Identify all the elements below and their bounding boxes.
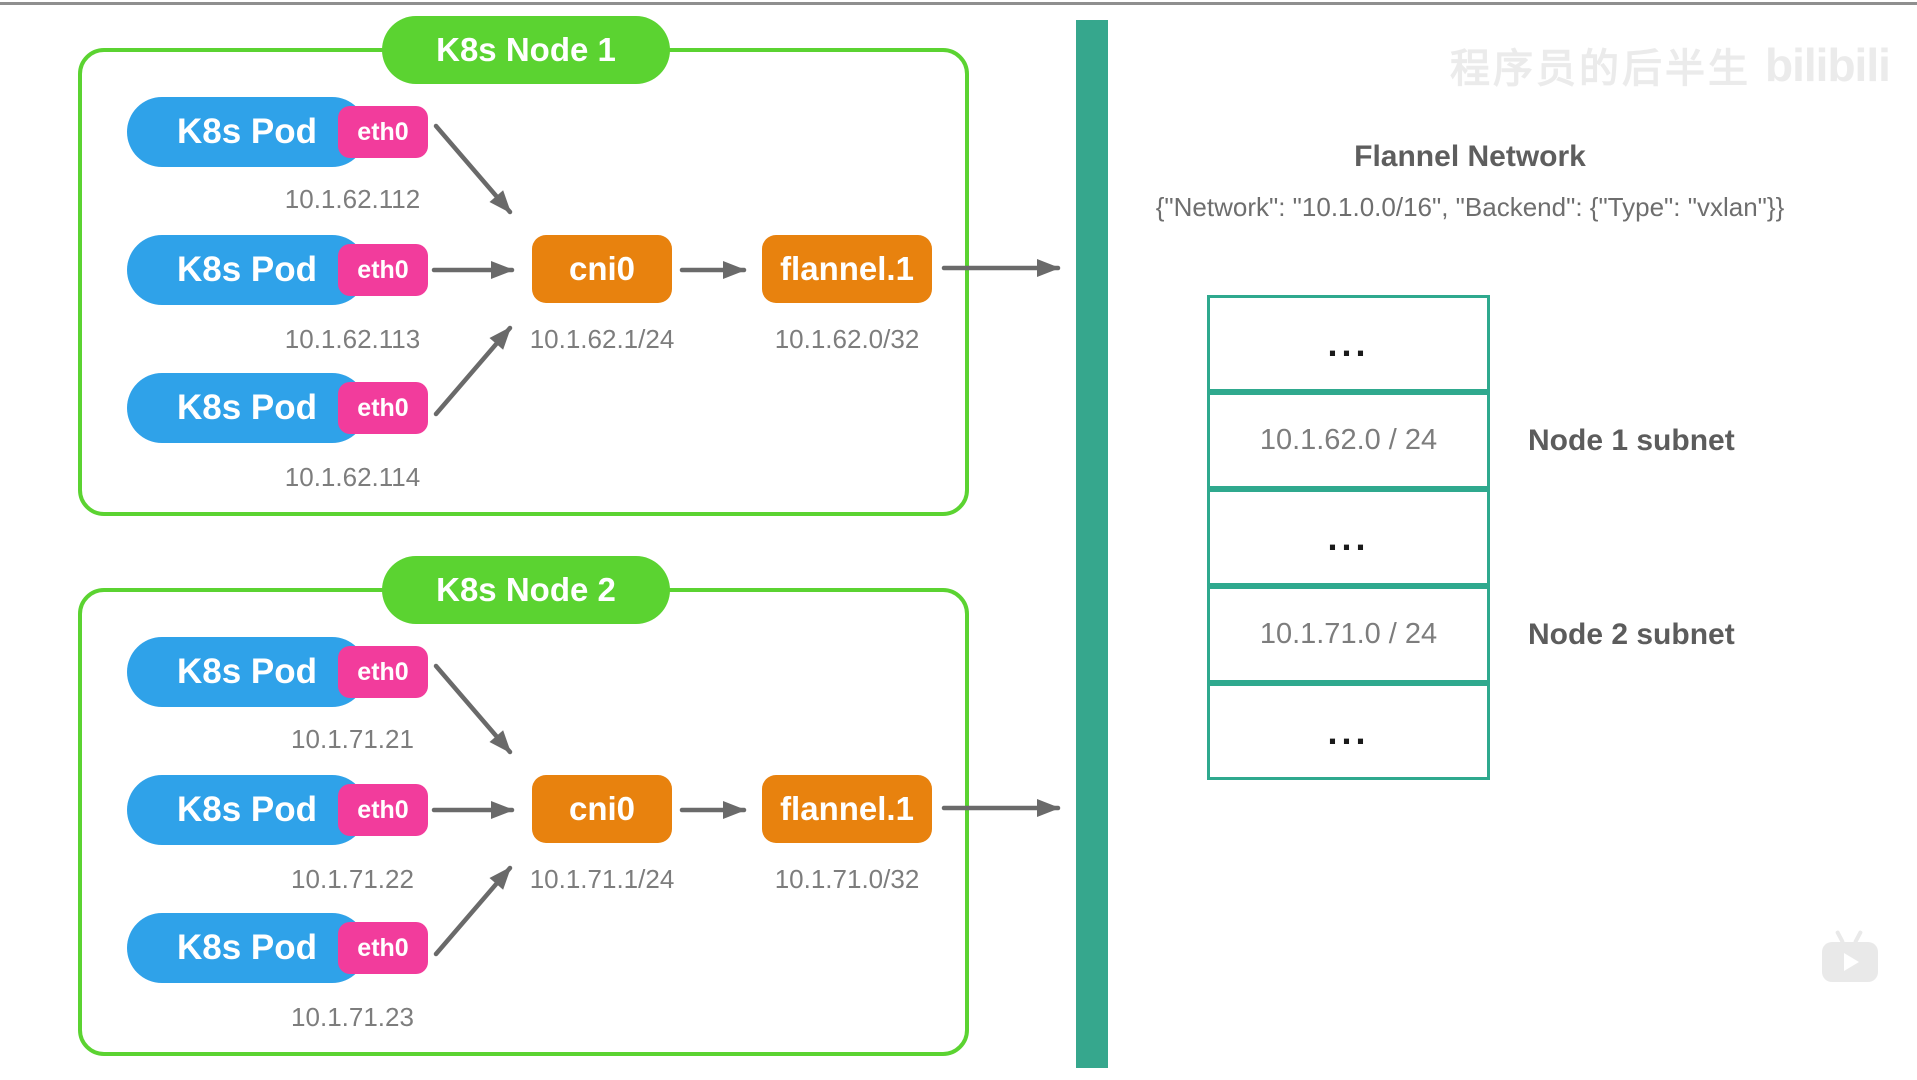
pod-box: K8s Pod (127, 637, 367, 707)
watermark-channel-name: 程序员的后半生 (1450, 47, 1751, 91)
pod-label: K8s Pod (176, 388, 318, 427)
pod-box: K8s Pod (127, 775, 367, 845)
subnet-row-node2: 10.1.71.0 / 24 (1207, 586, 1490, 683)
pod-label: K8s Pod (176, 928, 318, 967)
pod-box: K8s Pod (127, 913, 367, 983)
subnet-row-ellipsis: ... (1207, 683, 1490, 780)
k8s-node-1-group: K8s Node 1 K8s Pod eth0 10.1.62.112 K8s … (0, 0, 1110, 540)
eth0-label: eth0 (357, 657, 409, 686)
pod-label: K8s Pod (176, 250, 318, 289)
flannel1-label: flannel.1 (780, 250, 914, 287)
node-1-title: K8s Node 1 (436, 31, 616, 68)
flannel1-vtep-box: flannel.1 (762, 235, 932, 303)
node-2-title: K8s Node 2 (436, 571, 616, 608)
flannel-config-json: {"Network": "10.1.0.0/16", "Backend": {"… (1155, 192, 1785, 222)
eth0-badge: eth0 (338, 106, 428, 158)
pod-label: K8s Pod (176, 790, 318, 829)
pod-ip: 10.1.62.113 (284, 324, 421, 354)
node-2-subnet-label: Node 2 subnet (1528, 618, 1735, 651)
eth0-badge: eth0 (338, 244, 428, 296)
eth0-badge: eth0 (338, 646, 428, 698)
pod-ip: 10.1.71.23 (291, 1002, 414, 1032)
pod-box: K8s Pod (127, 235, 367, 305)
watermark: 程序员的后半生 bilibili (1450, 36, 1891, 94)
pod-label: K8s Pod (176, 652, 318, 691)
cni0-cidr: 10.1.71.1/24 (529, 864, 675, 894)
pod-ip: 10.1.71.22 (291, 864, 414, 894)
cni0-bridge-box: cni0 (532, 775, 672, 843)
pod-label: K8s Pod (176, 112, 318, 151)
bilibili-logo: bilibili (1765, 39, 1891, 91)
flannel-network-title: Flannel Network (1354, 140, 1586, 173)
eth0-label: eth0 (357, 933, 409, 962)
node-2-title-badge: K8s Node 2 (382, 556, 670, 624)
pod-box: K8s Pod (127, 373, 367, 443)
eth0-label: eth0 (357, 117, 409, 146)
eth0-label: eth0 (357, 255, 409, 284)
node-1-title-badge: K8s Node 1 (382, 16, 670, 84)
cni0-label: cni0 (568, 790, 636, 827)
flannel1-cidr: 10.1.62.0/32 (774, 324, 920, 354)
tv-body-icon (1822, 942, 1878, 982)
subnet-row-node1: 10.1.62.0 / 24 (1207, 392, 1490, 489)
cni0-label: cni0 (568, 250, 636, 287)
eth0-label: eth0 (357, 795, 409, 824)
flannel1-cidr: 10.1.71.0/32 (774, 864, 920, 894)
eth0-badge: eth0 (338, 784, 428, 836)
pod-ip: 10.1.71.21 (291, 724, 414, 754)
subnet-row-ellipsis: ... (1207, 295, 1490, 392)
flannel1-label: flannel.1 (780, 790, 914, 827)
eth0-badge: eth0 (338, 922, 428, 974)
play-triangle-icon (1844, 953, 1859, 971)
flannel1-vtep-box: flannel.1 (762, 775, 932, 843)
eth0-label: eth0 (357, 393, 409, 422)
vxlan-backbone-bar (1076, 20, 1108, 1068)
subnet-row-ellipsis: ... (1207, 489, 1490, 586)
node-1-subnet-label: Node 1 subnet (1528, 424, 1735, 457)
k8s-node-2-group: K8s Node 2 K8s Pod eth0 10.1.71.21 K8s P… (0, 540, 1110, 1080)
top-divider (0, 2, 1917, 5)
pod-box: K8s Pod (127, 97, 367, 167)
cni0-bridge-box: cni0 (532, 235, 672, 303)
subnet-table: ... 10.1.62.0 / 24 ... 10.1.71.0 / 24 ..… (1207, 295, 1490, 780)
pod-ip: 10.1.62.112 (284, 184, 421, 214)
bilibili-tv-play-icon[interactable] (1822, 929, 1882, 982)
pod-ip: 10.1.62.114 (284, 462, 421, 492)
cni0-cidr: 10.1.62.1/24 (529, 324, 675, 354)
eth0-badge: eth0 (338, 382, 428, 434)
